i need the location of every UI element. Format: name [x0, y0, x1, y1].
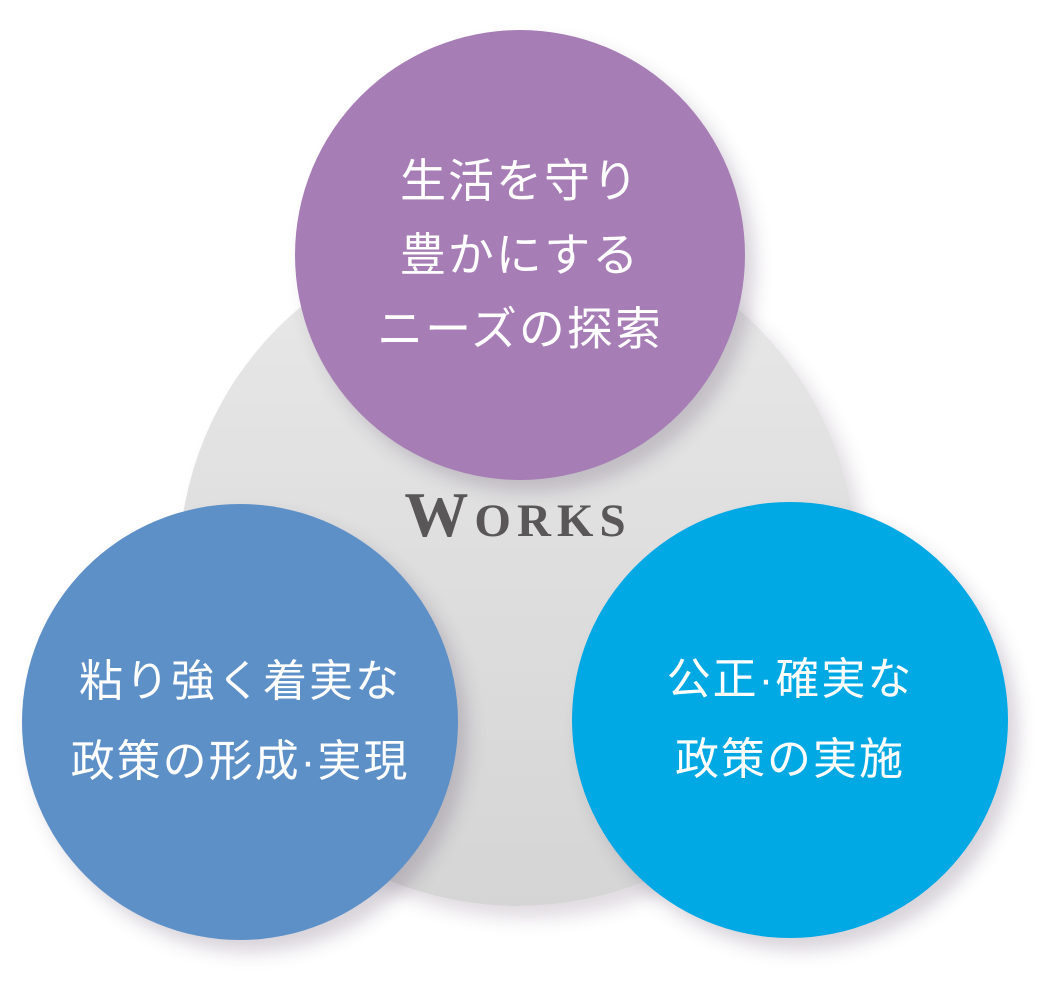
- top-circle-text-line-1: 生活を守り: [400, 155, 640, 207]
- works-label-rest: ORKS: [474, 495, 632, 547]
- top-circle-text-line-3: ニーズの探索: [377, 303, 663, 355]
- top-circle-needs-exploration: 生活を守り 豊かにする ニーズの探索: [295, 30, 745, 480]
- top-circle-text-line-2: 豊かにする: [399, 229, 641, 281]
- bottom-right-circle-text-line-1: 公正·確実な: [666, 655, 914, 704]
- works-label-initial: W: [404, 479, 475, 550]
- bottom-right-circle-policy-implementation: 公正·確実な 政策の実施: [572, 502, 1008, 938]
- bottom-left-circle-text-line-1: 粘り強く着実な: [79, 657, 401, 706]
- bottom-right-circle-text-line-2: 政策の実施: [675, 735, 905, 784]
- bottom-left-circle-text-line-2: 政策の形成·実現: [70, 737, 410, 786]
- bottom-left-circle-policy-formation: 粘り強く着実な 政策の形成·実現: [22, 504, 458, 940]
